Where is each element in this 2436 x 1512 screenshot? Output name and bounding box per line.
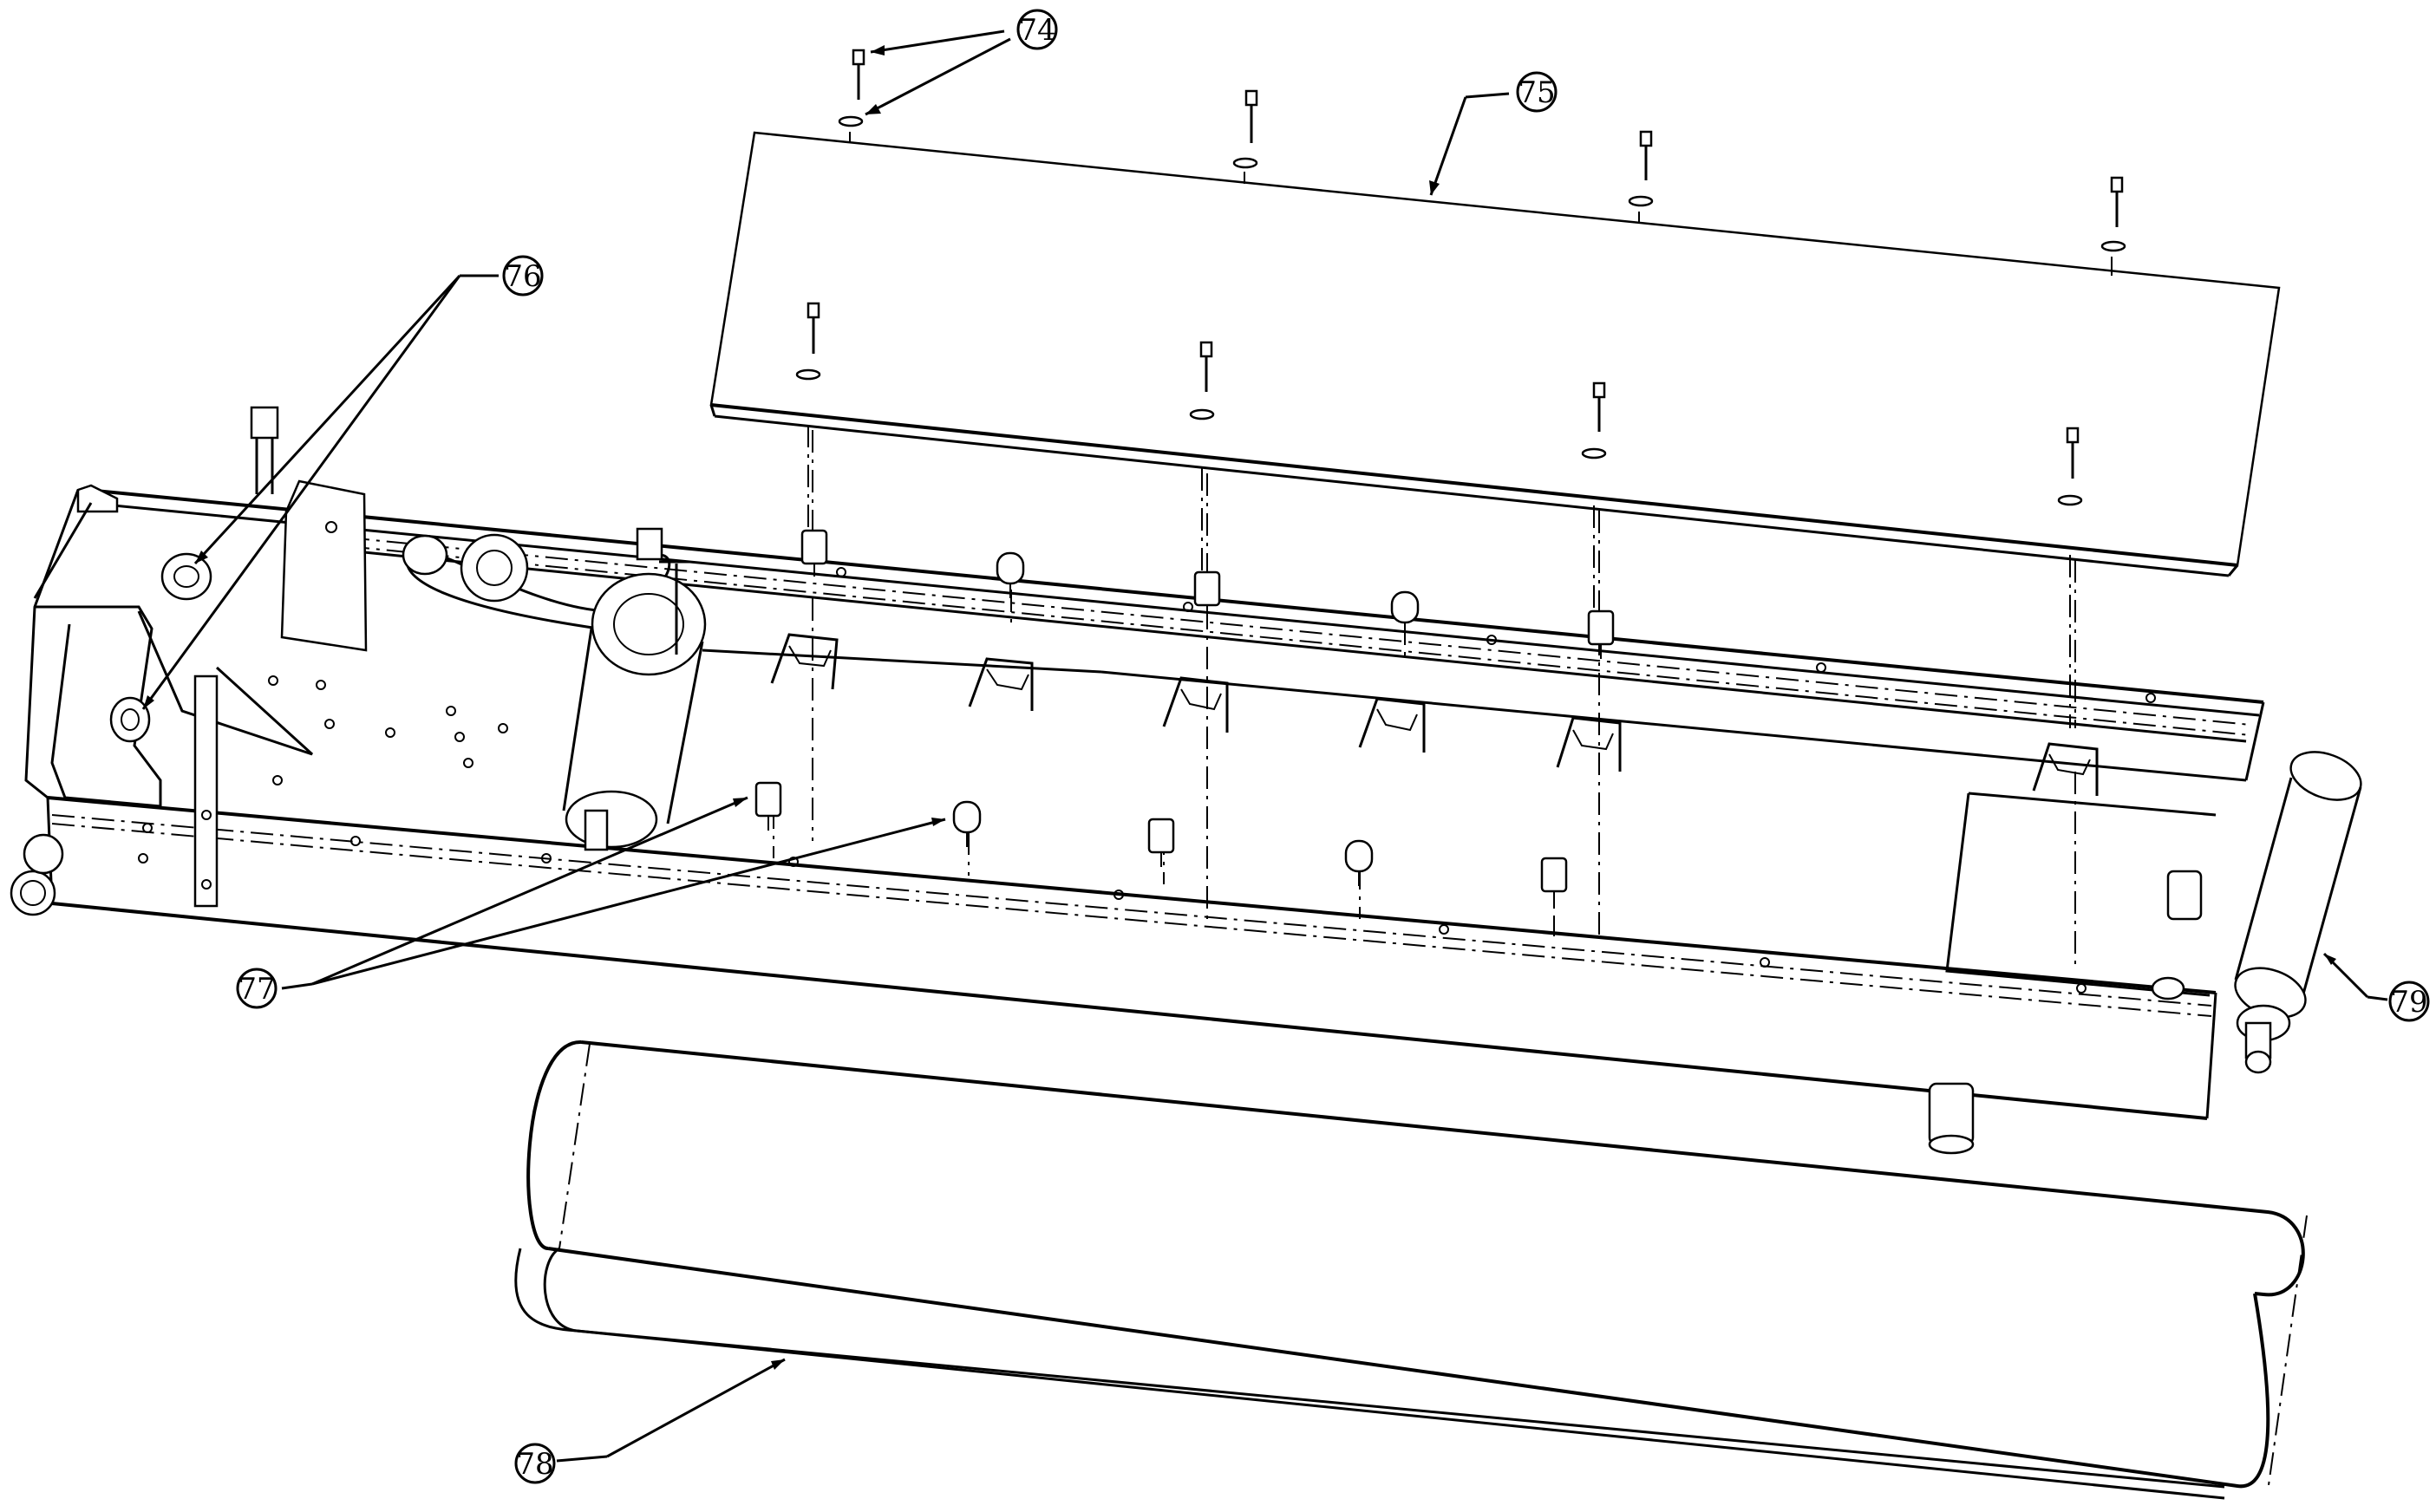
- frame-holes: [350, 567, 2156, 994]
- leader-lines: [141, 29, 2388, 1463]
- callout-76: 76: [502, 255, 544, 297]
- callout-77: 77: [236, 968, 278, 1009]
- callout-79-label: 79: [2390, 985, 2427, 1020]
- support-bracket: [2032, 742, 2099, 796]
- cushion: [996, 551, 1025, 598]
- callout-74: 74: [1016, 9, 1058, 50]
- deck-support-brackets: [770, 633, 2099, 796]
- bolt: [838, 49, 865, 142]
- cushion: [754, 781, 782, 831]
- bolt: [1628, 130, 1654, 224]
- bolt: [1189, 341, 1215, 420]
- deck-bolts: [795, 49, 2126, 506]
- bolt: [795, 302, 821, 381]
- bolt: [2100, 176, 2126, 276]
- callout-75: 75: [1516, 71, 1558, 113]
- cushion: [1540, 857, 1568, 906]
- support-bracket: [1162, 676, 1229, 733]
- callout-74-label: 74: [1018, 13, 1055, 48]
- front-wheel-parts: [109, 552, 212, 743]
- cushion: [952, 800, 982, 847]
- callout-78-label: 78: [516, 1447, 553, 1482]
- bolt: [1232, 89, 1258, 184]
- cushion: [1344, 839, 1374, 886]
- callout-79: 79: [2388, 981, 2430, 1022]
- bolt: [2057, 427, 2083, 506]
- treadmill-frame: [46, 488, 2265, 1120]
- running-belt: [514, 1040, 2308, 1500]
- callout-78: 78: [514, 1443, 556, 1484]
- support-bracket: [1556, 716, 1622, 772]
- callout-75-label: 75: [1518, 75, 1555, 110]
- callout-76-label: 76: [504, 259, 541, 294]
- support-bracket: [1358, 697, 1426, 753]
- cushion: [1390, 590, 1420, 637]
- motor-hood-frame: [10, 406, 707, 916]
- cushion: [1147, 818, 1175, 867]
- deck-board: [709, 131, 2281, 577]
- support-bracket: [770, 633, 839, 690]
- cushion: [800, 529, 828, 577]
- callout-77-label: 77: [238, 972, 275, 1007]
- cushion: [1193, 570, 1221, 620]
- cushion: [1587, 609, 1615, 659]
- deck-cushions: [754, 529, 1615, 906]
- bolt: [1581, 381, 1607, 459]
- support-bracket: [968, 657, 1034, 711]
- rear-roller: [1928, 751, 2362, 1155]
